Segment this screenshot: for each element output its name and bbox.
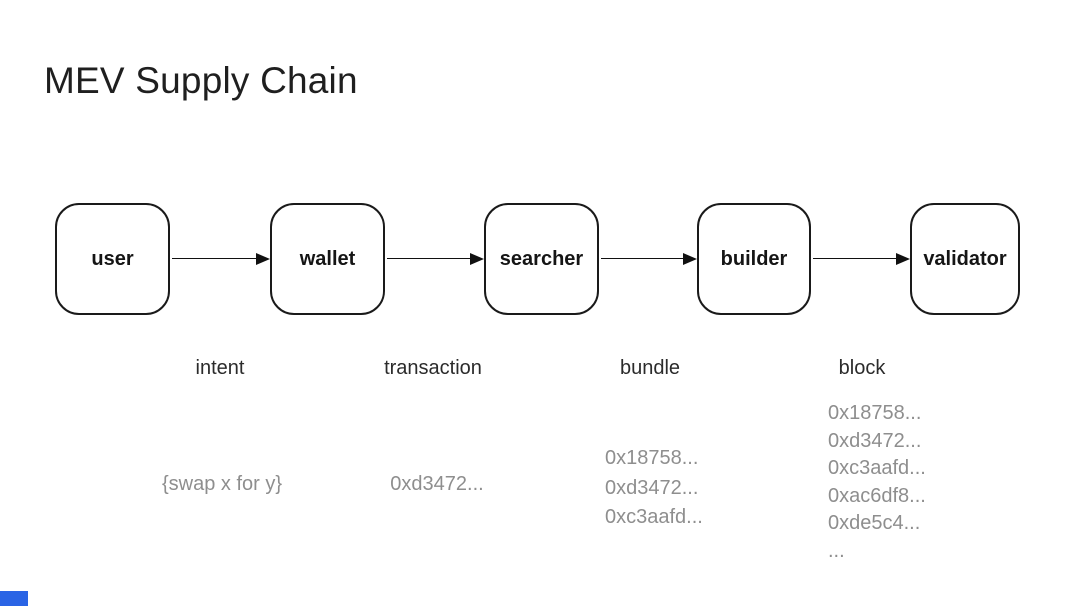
node-validator: validator [910,203,1020,315]
node-builder-label: builder [720,247,788,270]
node-searcher: searcher [484,203,599,315]
arrowhead-icon [683,253,697,265]
arrowhead-icon [896,253,910,265]
arrow-user-to-wallet [172,253,270,265]
node-user-label: user [91,247,134,270]
block-tx-hash: 0x18758... [828,402,922,424]
bundle-tx-hash: 0xd3472... [605,476,699,499]
arrow-builder-to-validator [813,253,910,265]
block-tx-hash: 0xc3aafd... [828,457,926,479]
bundle-tx-hash: 0xc3aafd... [605,506,703,528]
node-builder: builder [697,203,811,315]
block-tx-hash: 0xde5c4... [828,512,921,534]
arrow-wallet-to-searcher [387,253,484,265]
arrow-line [813,258,899,259]
node-wallet: wallet [270,203,385,315]
node-user: user [55,203,170,315]
block-tx-hash: 0xd3472... [828,429,922,452]
payload-intent-example: {swap x for y} [161,473,283,495]
payload-transaction-example: 0xd3472... [390,473,484,495]
node-validator-label: validator [923,247,1007,270]
payload-bundle-list: 0x18758... 0xd3472... 0xc3aafd... [605,444,703,533]
block-tx-hash: ... [828,539,845,562]
page-title: MEV Supply Chain [44,60,358,101]
arrowhead-icon [470,253,484,265]
block-tx-hash: 0xac6df8... [828,484,926,507]
arrow-line [387,258,473,259]
node-wallet-label: wallet [299,247,356,270]
arrow-line [601,258,686,259]
bundle-tx-hash: 0x18758... [605,447,699,469]
payload-block-list: 0x18758... 0xd3472... 0xc3aafd... 0xac6d… [828,400,926,565]
arrowhead-icon [256,253,270,265]
stage-label-block: block [838,357,886,379]
arrow-line [172,258,259,259]
stage-label-intent: intent [195,357,245,379]
arrow-searcher-to-builder [601,253,697,265]
stage-label-transaction: transaction [384,357,482,379]
stage-label-bundle: bundle [619,357,681,379]
corner-accent-bar [0,591,28,606]
node-searcher-label: searcher [499,247,584,270]
